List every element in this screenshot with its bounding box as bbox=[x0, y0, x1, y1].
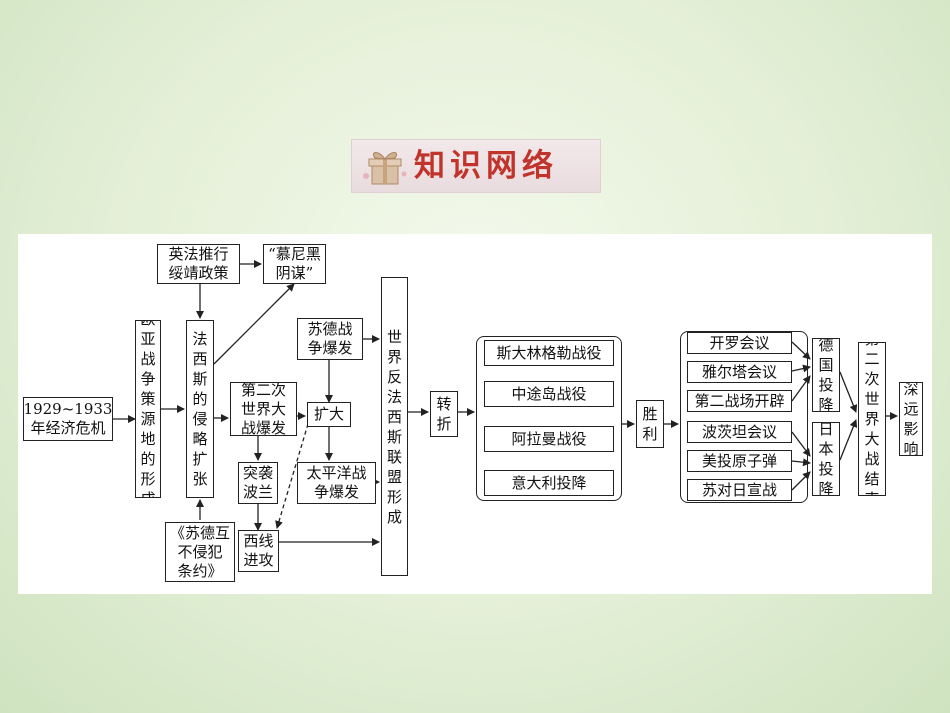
knowledge-network-diagram: 1929~1933 年经济危机 欧亚战争策源地的形成 法西斯的侵略扩张 英法推行… bbox=[18, 234, 932, 594]
battle-alamein: 阿拉曼战役 bbox=[484, 426, 614, 452]
battle-stalingrad: 斯大林格勒战役 bbox=[484, 340, 614, 366]
soviet-declares-war: 苏对日宣战 bbox=[687, 479, 792, 501]
expansion-node: 扩大 bbox=[307, 402, 351, 427]
turning-point-node: 转折 bbox=[430, 391, 458, 437]
germany-surrender-node: 德国投降 bbox=[812, 338, 840, 412]
appeasement-policy-node: 英法推行 绥靖政策 bbox=[157, 244, 240, 284]
second-front: 第二战场开辟 bbox=[687, 390, 792, 412]
victory-node: 胜利 bbox=[636, 400, 664, 448]
eurasia-war-origin-node: 欧亚战争策源地的形成 bbox=[135, 320, 161, 498]
japan-surrender-node: 日本投降 bbox=[812, 422, 840, 496]
page-title: 知识网络 bbox=[414, 148, 558, 184]
section-title-banner: 知识网络 bbox=[351, 139, 601, 193]
ww2-outbreak-node: 第二次 世界大 战爆发 bbox=[230, 382, 297, 436]
battle-midway: 中途岛战役 bbox=[484, 381, 614, 407]
munich-plot-node: “慕尼黑 阴谋” bbox=[263, 244, 326, 284]
gift-box-icon bbox=[363, 152, 407, 185]
yalta-conference: 雅尔塔会议 bbox=[687, 361, 792, 383]
conferences-bracket bbox=[680, 331, 808, 503]
soviet-german-war-node: 苏德战 争爆发 bbox=[297, 318, 363, 360]
fascist-aggression-node: 法西斯的侵略扩张 bbox=[186, 320, 214, 498]
italy-surrender: 意大利投降 bbox=[484, 470, 614, 496]
connector-lines bbox=[113, 260, 898, 546]
western-offensive-node: 西线 进攻 bbox=[238, 530, 279, 572]
profound-impact-node: 深远影响 bbox=[899, 382, 923, 456]
anti-fascist-alliance-node: 世界反法西斯联盟形成 bbox=[381, 277, 408, 576]
atomic-bomb: 美投原子弹 bbox=[687, 450, 792, 472]
potsdam-conference: 波茨坦会议 bbox=[687, 421, 792, 443]
invade-poland-node: 突袭 波兰 bbox=[238, 462, 278, 504]
cairo-conference: 开罗会议 bbox=[687, 332, 792, 354]
battles-bracket bbox=[476, 336, 622, 501]
crisis-node: 1929~1933 年经济危机 bbox=[23, 397, 113, 441]
nonaggression-pact-node: 《苏德互 不侵犯 条约》 bbox=[165, 522, 235, 582]
war-end-node: 第二次世界大战结束 bbox=[858, 342, 886, 496]
pacific-war-node: 太平洋战 争爆发 bbox=[297, 462, 376, 504]
